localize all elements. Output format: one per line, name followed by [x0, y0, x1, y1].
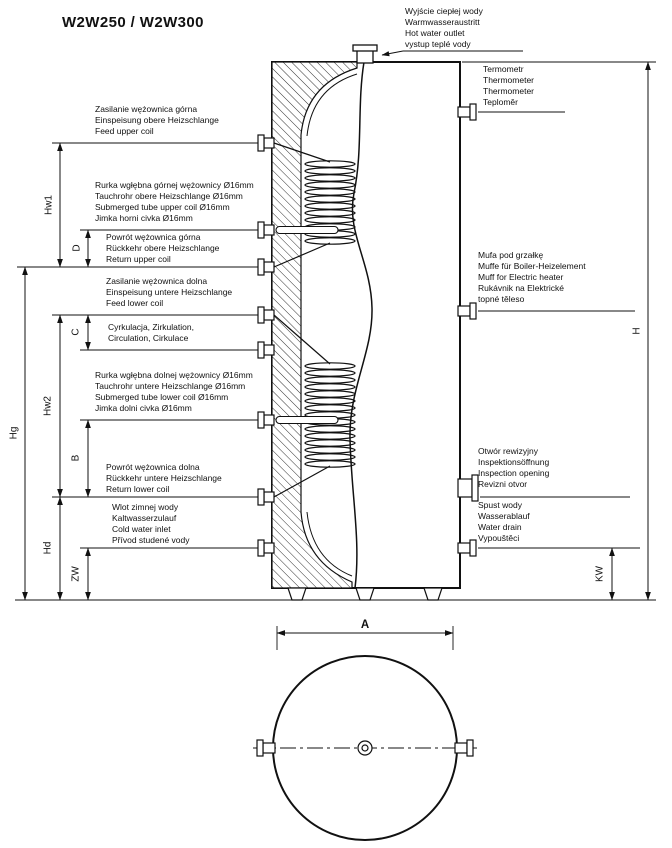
- label-line: Inspection opening: [478, 468, 550, 478]
- label-submerged-tube-upper: Rurka wgłębna górnej wężownicy Ø16mm Tau…: [95, 180, 254, 224]
- label-line: Jimka dolni civka Ø16mm: [95, 403, 192, 413]
- lower-coil: [273, 314, 356, 498]
- label-line: Kaltwasserzulauf: [112, 513, 177, 523]
- label-hot-water-outlet: Wyjście ciepłej wody Warmwasseraustritt …: [405, 6, 483, 50]
- label-line: Wasserablauf: [478, 511, 530, 521]
- label-line: Otwór rewizyjny: [478, 446, 538, 456]
- drawing-title: W2W250 / W2W300: [62, 14, 204, 31]
- label-line: Vypouštěci: [478, 533, 520, 543]
- label-line: Wlot zimnej wody: [112, 502, 179, 512]
- label-line: Circulation, Cirkulace: [108, 333, 189, 343]
- label-line: Zasilanie wężownica górna: [95, 104, 198, 114]
- label-line: Water drain: [478, 522, 522, 532]
- top-outlet-stub: [352, 44, 378, 64]
- label-line: Rurka wgłębna dolnej wężownicy Ø16mm: [95, 370, 253, 380]
- label-line: Thermometer: [483, 86, 535, 96]
- label-line: Muff for Electric heater: [478, 272, 564, 282]
- label-line: Inspektionsöffnung: [478, 457, 550, 467]
- label-line: Mufa pod grzałkę: [478, 250, 544, 260]
- label-cold-water-inlet: Wlot zimnej wody Kaltwasserzulauf Cold w…: [112, 502, 190, 546]
- label-return-lower-coil: Powrót wężownica dolna Rückkehr untere H…: [106, 462, 222, 495]
- break-line: [349, 61, 373, 589]
- label-water-drain: Spust wody Wasserablauf Water drain Vypo…: [478, 500, 530, 544]
- label-line: Powrót wężownica górna: [106, 232, 201, 242]
- label-line: Return lower coil: [106, 484, 170, 494]
- label-line: Cyrkulacja, Zirkulation,: [108, 322, 194, 332]
- label-return-upper-coil: Powrót wężownica górna Rückkehr obere He…: [106, 232, 219, 265]
- label-line: Tauchrohr obere Heizschlange Ø16mm: [95, 191, 243, 201]
- label-line: Termometr: [483, 64, 524, 74]
- label-line: topné těleso: [478, 294, 525, 304]
- label-line: Thermometer: [483, 75, 535, 85]
- label-line: Wyjście ciepłej wody: [405, 6, 483, 16]
- tank-feet: [287, 587, 443, 601]
- label-line: Hot water outlet: [405, 28, 465, 38]
- label-feed-upper-coil: Zasilanie wężownica górna Einspeisung ob…: [95, 104, 219, 137]
- dimension-lines: [22, 61, 651, 636]
- label-line: Rückkehr untere Heizschlange: [106, 473, 222, 483]
- label-line: Spust wody: [478, 500, 522, 510]
- label-circulation: Cyrkulacja, Zirkulation, Circulation, Ci…: [108, 322, 194, 344]
- label-electric-heater-muff: Mufa pod grzałkę Muffe für Boiler-Heizel…: [478, 250, 586, 305]
- label-line: Return upper coil: [106, 254, 171, 264]
- label-line: Teploměr: [483, 97, 518, 107]
- label-line: Zasilanie wężownica dolna: [106, 276, 208, 286]
- dim-h: H: [631, 327, 643, 335]
- dim-zw: ZW: [70, 566, 82, 582]
- label-submerged-tube-lower: Rurka wgłębna dolnej wężownicy Ø16mm Tau…: [95, 370, 253, 414]
- dim-c: C: [70, 328, 82, 336]
- label-line: Cold water inlet: [112, 524, 171, 534]
- label-inspection-opening: Otwór rewizyjny Inspektionsöffnung Inspe…: [478, 446, 549, 490]
- label-line: Rückkehr obere Heizschlange: [106, 243, 220, 253]
- label-line: Rurka wgłębna górnej wężownicy Ø16mm: [95, 180, 254, 190]
- label-line: Feed upper coil: [95, 126, 154, 136]
- label-line: Feed lower coil: [106, 298, 164, 308]
- dim-hd: Hd: [42, 541, 54, 555]
- tank-body: [271, 61, 461, 589]
- label-line: Einspeisung untere Heizschlange: [106, 287, 233, 297]
- insulation-hatch: [271, 61, 358, 589]
- label-line: Submerged tube upper coil Ø16mm: [95, 202, 230, 212]
- dim-hw1: Hw1: [43, 194, 55, 216]
- label-line: Muffe für Boiler-Heizelement: [478, 261, 586, 271]
- dim-d: D: [71, 244, 83, 252]
- label-line: Přívod studené vody: [112, 535, 190, 545]
- label-line: Powrót wężownica dolna: [106, 462, 200, 472]
- dim-hw2: Hw2: [42, 395, 54, 417]
- label-line: Tauchrohr untere Heizschlange Ø16mm: [95, 381, 246, 391]
- label-line: Revizni otvor: [478, 479, 528, 489]
- submerged-tubes: [275, 225, 339, 425]
- left-connection-stubs: [257, 134, 275, 557]
- label-line: vystup teplé vody: [405, 39, 471, 49]
- label-line: Rukávnik na Elektrické: [478, 283, 564, 293]
- label-thermometer: Termometr Thermometer Thermometer Teplom…: [483, 64, 534, 108]
- label-feed-lower-coil: Zasilanie wężownica dolna Einspeisung un…: [106, 276, 232, 309]
- dim-a: A: [360, 619, 370, 631]
- bottom-view-fittings: [256, 739, 474, 757]
- dim-hg: Hg: [8, 426, 20, 440]
- label-line: Warmwasseraustritt: [405, 17, 480, 27]
- dim-kw: KW: [594, 565, 606, 583]
- bottom-view: [253, 655, 477, 841]
- upper-coil: [273, 142, 356, 268]
- label-line: Einspeisung obere Heizschlange: [95, 115, 219, 125]
- label-line: Jimka horni civka Ø16mm: [95, 213, 193, 223]
- dim-b: B: [70, 454, 82, 462]
- right-connection-stubs: [457, 103, 479, 557]
- label-line: Submerged tube lower coil Ø16mm: [95, 392, 229, 402]
